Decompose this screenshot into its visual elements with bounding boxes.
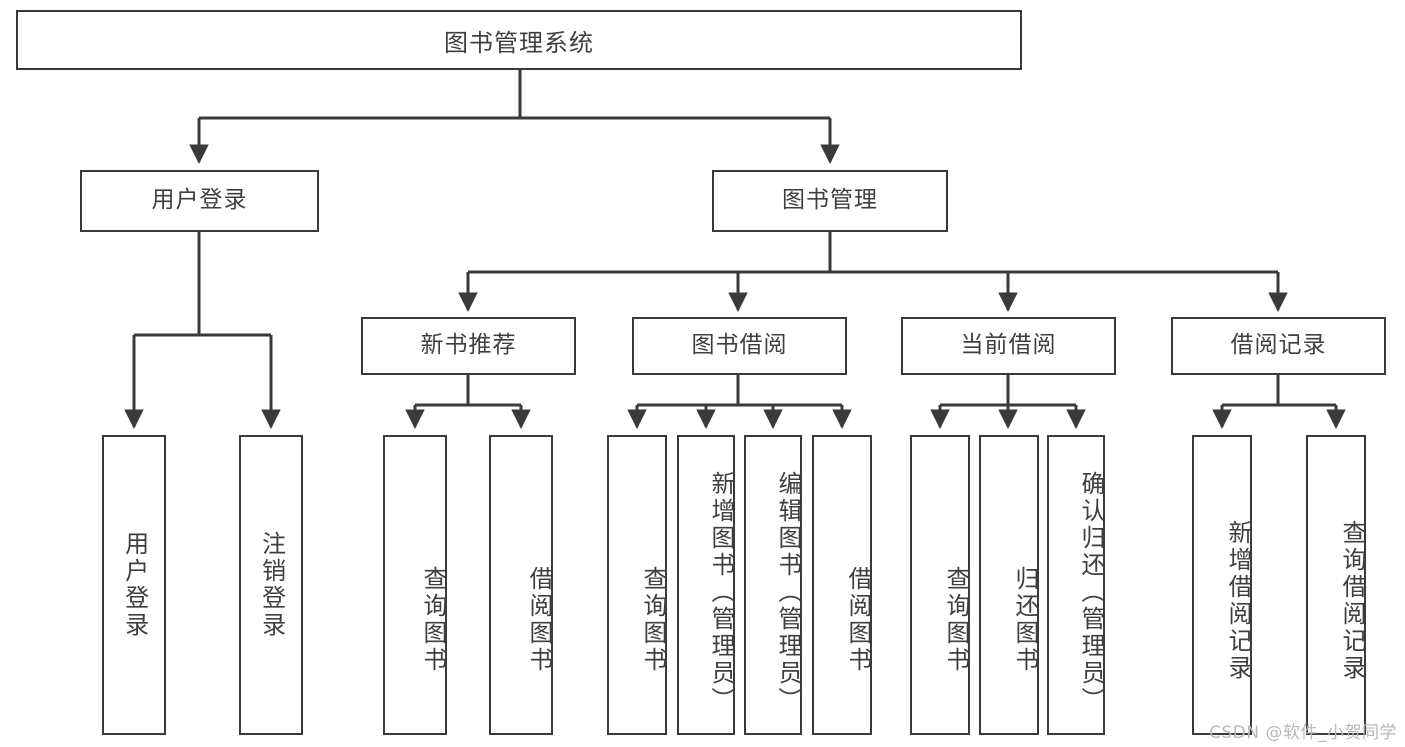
node-current-borrow[interactable]: 当前借阅 — [901, 317, 1116, 375]
leaf-query-borrow-record[interactable]: 查询借阅记录 — [1306, 435, 1366, 735]
leaf-logout-login[interactable]: 注销登录 — [239, 435, 303, 735]
node-book-manage[interactable]: 图书管理 — [712, 170, 948, 232]
leaf-add-borrow-record[interactable]: 新增借阅记录 — [1192, 435, 1252, 735]
leaf-return-book[interactable]: 归还图书 — [979, 435, 1039, 735]
leaf-borrow-book-recommend[interactable]: 借阅图书 — [489, 435, 553, 735]
leaf-confirm-return[interactable]: 确认归还（管理员） — [1047, 435, 1105, 735]
leaf-add-book[interactable]: 新增图书（管理员） — [677, 435, 735, 735]
leaf-query-book-current[interactable]: 查询图书 — [910, 435, 970, 735]
leaf-borrow-book[interactable]: 借阅图书 — [812, 435, 872, 735]
node-user-login[interactable]: 用户登录 — [80, 170, 319, 232]
leaf-query-book-recommend[interactable]: 查询图书 — [383, 435, 447, 735]
node-new-book-recommend[interactable]: 新书推荐 — [361, 317, 576, 375]
node-borrow-record[interactable]: 借阅记录 — [1171, 317, 1386, 375]
leaf-edit-book[interactable]: 编辑图书（管理员） — [744, 435, 802, 735]
node-root[interactable]: 图书管理系统 — [16, 10, 1022, 70]
leaf-query-book-borrow[interactable]: 查询图书 — [607, 435, 667, 735]
leaf-user-login[interactable]: 用户登录 — [102, 435, 166, 735]
watermark: CSDN @软件_小贺同学 — [1209, 723, 1397, 743]
node-book-borrow[interactable]: 图书借阅 — [632, 317, 847, 375]
